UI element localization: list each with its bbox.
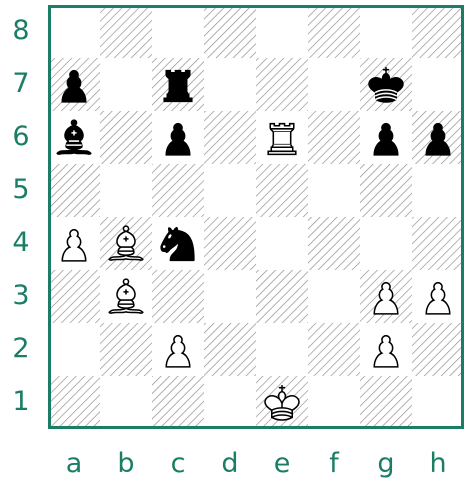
file-label-g: g (360, 450, 412, 477)
file-label-a: a (48, 450, 100, 477)
square-a1[interactable] (48, 376, 100, 429)
square-f3[interactable] (308, 270, 360, 323)
square-f1[interactable] (308, 376, 360, 429)
square-d7[interactable] (204, 58, 256, 111)
rank-label-1: 1 (9, 388, 33, 415)
square-e4[interactable] (256, 217, 308, 270)
square-h7[interactable] (412, 58, 464, 111)
square-c1[interactable] (152, 376, 204, 429)
square-g1[interactable] (360, 376, 412, 429)
file-label-c: c (152, 450, 204, 477)
square-f4[interactable] (308, 217, 360, 270)
square-c3[interactable] (152, 270, 204, 323)
rank-label-3: 3 (9, 282, 33, 309)
square-h2[interactable] (412, 323, 464, 376)
square-d5[interactable] (204, 164, 256, 217)
rank-label-8: 8 (9, 17, 33, 44)
square-d6[interactable] (204, 111, 256, 164)
file-label-e: e (256, 450, 308, 477)
square-d8[interactable] (204, 5, 256, 58)
square-e3[interactable] (256, 270, 308, 323)
square-g4[interactable] (360, 217, 412, 270)
square-b7[interactable] (100, 58, 152, 111)
square-h1[interactable] (412, 376, 464, 429)
rank-label-4: 4 (9, 229, 33, 256)
rank-label-2: 2 (9, 335, 33, 362)
file-label-b: b (100, 450, 152, 477)
square-a8[interactable] (48, 5, 100, 58)
square-e8[interactable] (256, 5, 308, 58)
square-a5[interactable] (48, 164, 100, 217)
square-h8[interactable] (412, 5, 464, 58)
square-e5[interactable] (256, 164, 308, 217)
square-d4[interactable] (204, 217, 256, 270)
square-g5[interactable] (360, 164, 412, 217)
square-f8[interactable] (308, 5, 360, 58)
square-a3[interactable] (48, 270, 100, 323)
chess-board (48, 5, 464, 429)
file-label-f: f (308, 450, 360, 477)
square-b1[interactable] (100, 376, 152, 429)
square-c8[interactable] (152, 5, 204, 58)
square-a2[interactable] (48, 323, 100, 376)
rank-label-6: 6 (9, 123, 33, 150)
square-h5[interactable] (412, 164, 464, 217)
square-f6[interactable] (308, 111, 360, 164)
rank-label-7: 7 (9, 70, 33, 97)
rank-label-5: 5 (9, 176, 33, 203)
square-d3[interactable] (204, 270, 256, 323)
square-b2[interactable] (100, 323, 152, 376)
square-f7[interactable] (308, 58, 360, 111)
square-b5[interactable] (100, 164, 152, 217)
square-f5[interactable] (308, 164, 360, 217)
square-c5[interactable] (152, 164, 204, 217)
square-f2[interactable] (308, 323, 360, 376)
square-g8[interactable] (360, 5, 412, 58)
square-b6[interactable] (100, 111, 152, 164)
square-e2[interactable] (256, 323, 308, 376)
square-d1[interactable] (204, 376, 256, 429)
square-d2[interactable] (204, 323, 256, 376)
square-h4[interactable] (412, 217, 464, 270)
square-b8[interactable] (100, 5, 152, 58)
board-squares (48, 5, 464, 429)
square-e7[interactable] (256, 58, 308, 111)
file-label-h: h (412, 450, 464, 477)
file-label-d: d (204, 450, 256, 477)
